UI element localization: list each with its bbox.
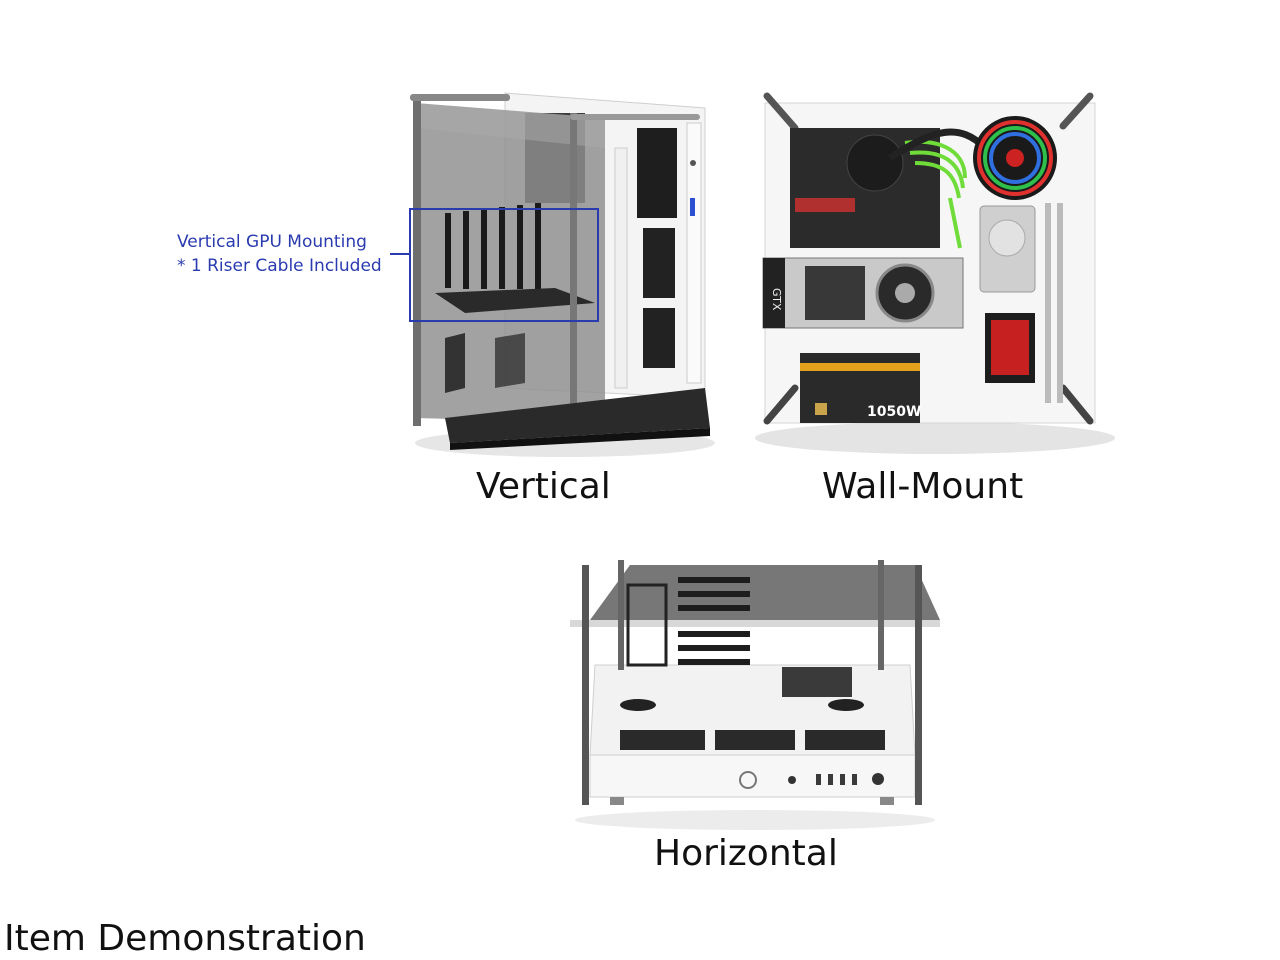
horizontal-case-image	[560, 555, 945, 835]
wall-mount-caption: Wall-Mount	[822, 466, 1024, 507]
annotation-pointer-line	[390, 253, 409, 255]
gpu-label: GTX	[770, 288, 783, 311]
annotation-line-1: Vertical GPU Mounting	[177, 232, 367, 252]
gpu-mount-highlight-box	[409, 208, 599, 322]
horizontal-caption: Horizontal	[654, 833, 838, 874]
item-demonstration-label: Item Demonstration	[4, 918, 366, 959]
vertical-case-image	[405, 88, 720, 463]
psu-wattage-label: 1050W	[867, 404, 921, 420]
vertical-caption: Vertical	[476, 466, 611, 507]
annotation-line-2: * 1 Riser Cable Included	[177, 256, 382, 276]
wall-mount-case-image: GTX 1050W	[745, 88, 1120, 463]
gpu-mount-annotation: Vertical GPU Mounting * 1 Riser Cable In…	[177, 230, 382, 278]
